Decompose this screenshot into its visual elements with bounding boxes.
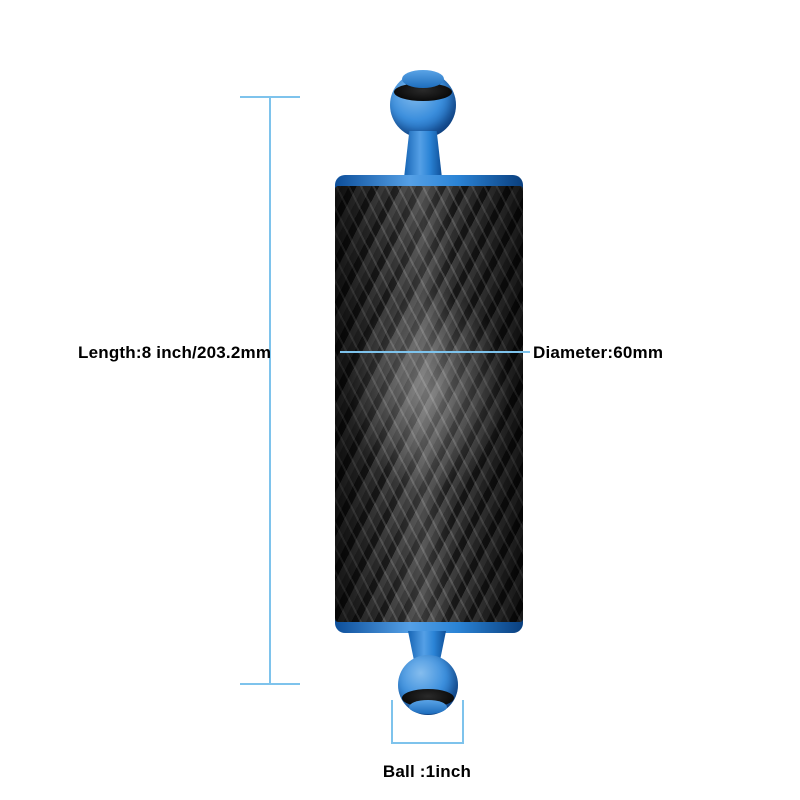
top-ball-cap	[402, 70, 444, 88]
float-arm-cylinder	[335, 175, 523, 633]
carbon-fiber-tube	[335, 186, 523, 622]
diameter-dimension-label: Diameter:60mm	[533, 343, 664, 362]
length-dimension-label: Length:8 inch/203.2mm	[78, 343, 272, 362]
top-stem	[404, 131, 442, 178]
bottom-ball-cap	[409, 700, 447, 714]
ball-dimension-label: Ball :1inch	[382, 762, 472, 781]
top-ball-oring	[394, 83, 452, 101]
